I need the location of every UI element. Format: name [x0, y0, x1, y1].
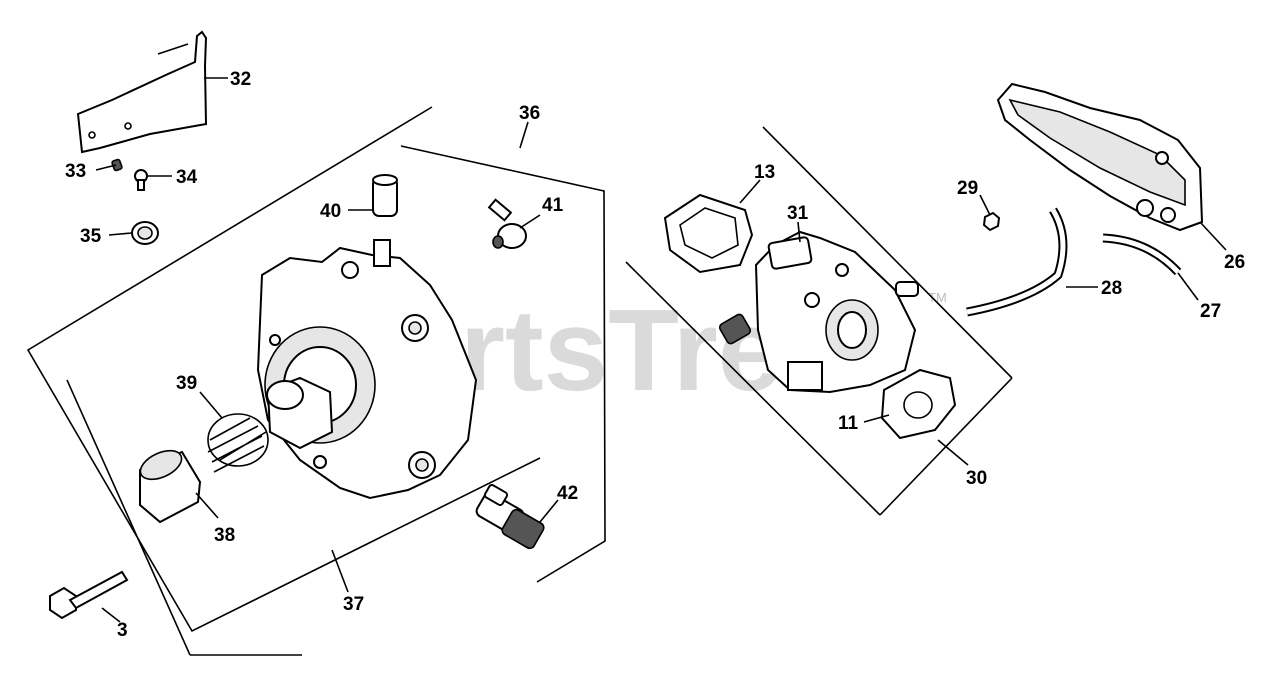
callout-28[interactable]: 28: [1101, 278, 1122, 299]
callout-27[interactable]: 27: [1200, 301, 1221, 322]
clamp-part-35: [131, 221, 159, 245]
hose-part-28: [966, 207, 1068, 317]
diaphragm-part-38: [139, 449, 202, 524]
callout-3[interactable]: 3: [117, 620, 128, 641]
bolt-part-3: [49, 570, 129, 620]
fitting-part-41: [487, 198, 527, 249]
regulator-part-37: [256, 239, 478, 500]
callout-26[interactable]: 26: [1224, 252, 1245, 273]
solenoid-part-42: [475, 484, 545, 550]
callout-13[interactable]: 13: [754, 162, 775, 183]
bracket-part-32: [76, 30, 208, 154]
callout-42[interactable]: 42: [557, 483, 578, 504]
callout-11[interactable]: 11: [838, 413, 859, 434]
callout-40[interactable]: 40: [320, 201, 341, 222]
callout-33[interactable]: 33: [65, 161, 86, 182]
spring-part-39: [207, 413, 269, 473]
group-frame-36: [26, 106, 606, 656]
callout-37[interactable]: 37: [343, 594, 364, 615]
callout-31[interactable]: 31: [787, 203, 809, 224]
gasket-part-11: [880, 368, 957, 440]
leader-lines: [95, 77, 1227, 623]
gasket-part-13: [663, 193, 754, 274]
callout-30[interactable]: 30: [966, 468, 987, 489]
callout-35[interactable]: 35: [80, 226, 102, 247]
carburetor-part-31: [718, 230, 919, 394]
callout-41[interactable]: 41: [542, 195, 564, 216]
hose-part-27: [1102, 233, 1182, 276]
watermark-trademark: TM: [928, 290, 947, 305]
screw-part-34: [134, 169, 148, 191]
callout-39[interactable]: 39: [176, 373, 197, 394]
callout-38[interactable]: 38: [214, 525, 235, 546]
callout-29[interactable]: 29: [957, 178, 978, 199]
callout-36[interactable]: 36: [519, 103, 540, 124]
nut-part-29: [982, 211, 1001, 232]
air-cleaner-base-part-26: [996, 82, 1204, 232]
sleeve-part-40: [372, 174, 398, 217]
callout-34[interactable]: 34: [176, 167, 198, 188]
callout-32[interactable]: 32: [230, 69, 251, 90]
